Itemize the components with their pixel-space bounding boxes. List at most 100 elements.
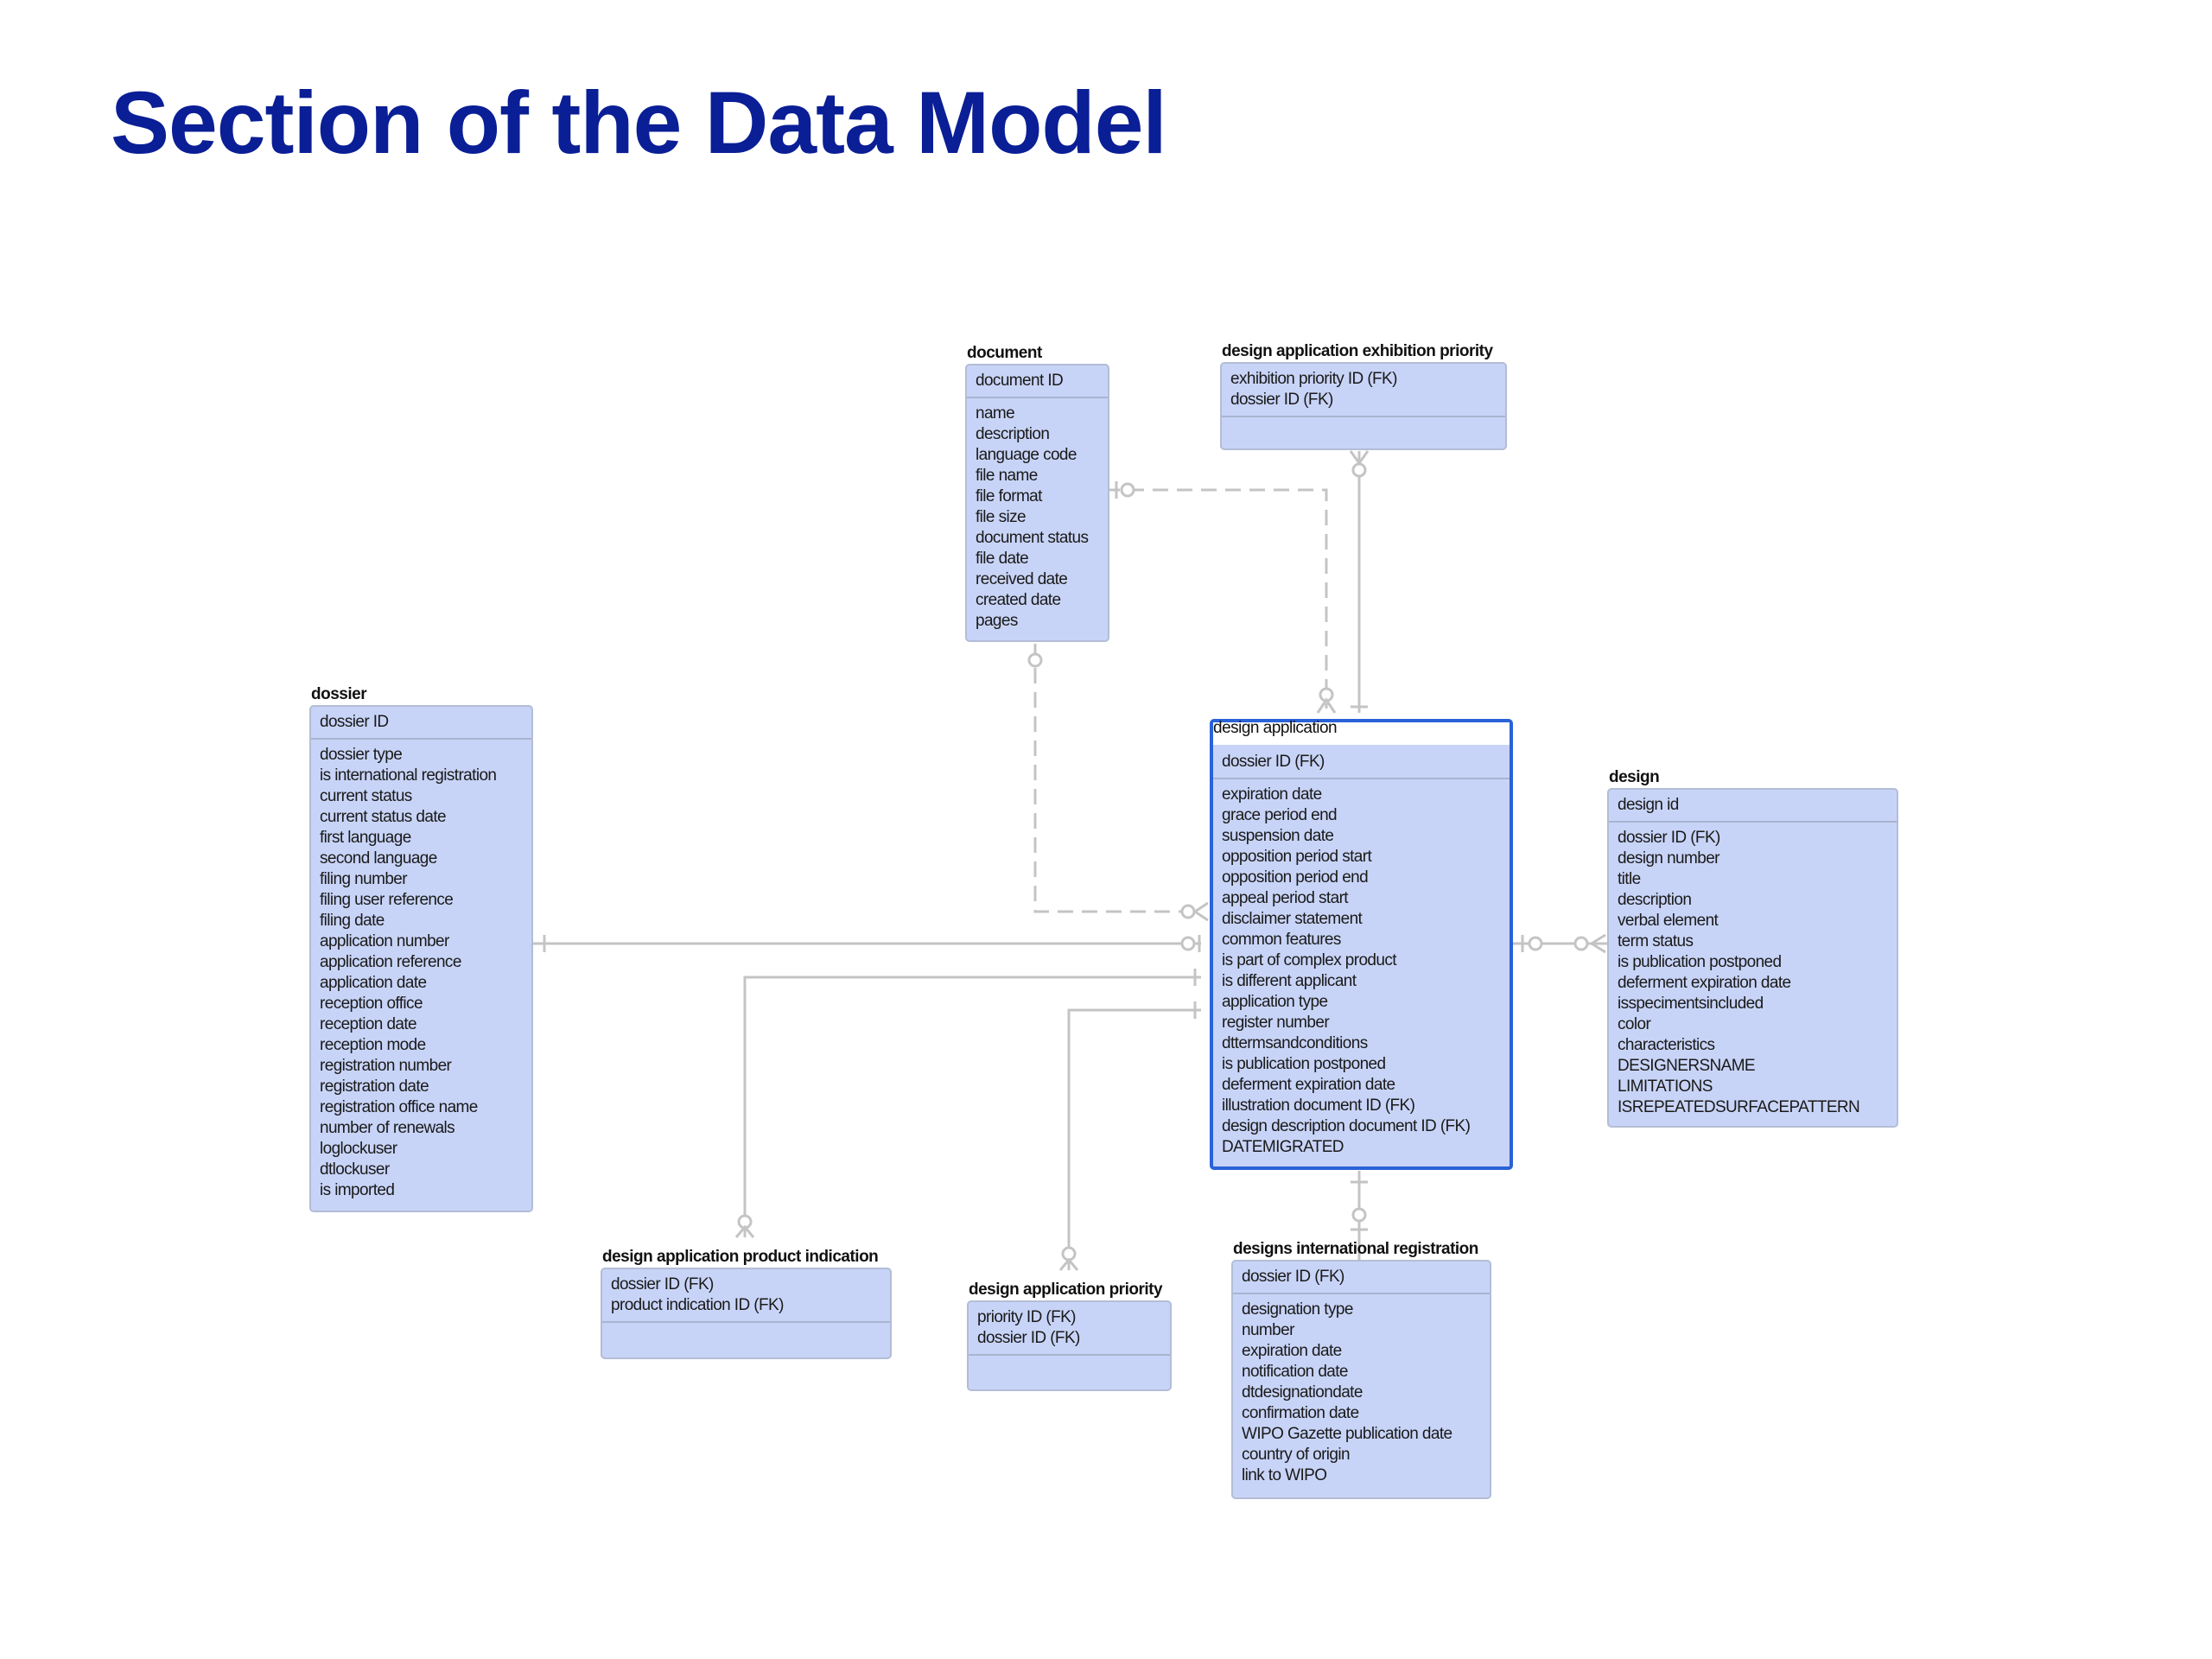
rel-end-crowfoot	[1058, 1257, 1079, 1271]
entity-title: design application	[1213, 719, 1338, 737]
entity-attribute: dossier ID (FK)	[977, 1329, 1080, 1347]
entity-attribute: pages	[976, 612, 1018, 630]
entity-design-application-priority[interactable]: design application priority priority ID …	[967, 1281, 1172, 1391]
entity-attribute: document ID	[976, 372, 1064, 390]
entity-attribute: priority ID (FK)	[977, 1308, 1077, 1326]
entity-design-application[interactable]: design application dossier ID (FK) expir…	[1210, 719, 1513, 1170]
entity-attribute: first language	[320, 829, 411, 847]
entity-attribute: received date	[976, 570, 1068, 588]
entity-attribute: name	[976, 404, 1015, 423]
entity-attributes: dossier ID (FK) design number title descrip…	[1609, 823, 1897, 1123]
entity-attribute: is publication postponed	[1618, 953, 1782, 971]
entity-title-strip	[1213, 722, 1510, 745]
entity-attribute: disclaimer statement	[1222, 910, 1363, 928]
rel-design-application-product-indication	[743, 976, 1201, 1237]
entity-attribute: opposition period end	[1222, 868, 1369, 887]
entity-attribute: dossier ID (FK)	[1230, 391, 1333, 409]
entity-attribute: dttermsandconditions	[1222, 1034, 1368, 1052]
entity-attribute: file size	[976, 508, 1027, 526]
entity-attribute: is different applicant	[1222, 972, 1357, 990]
entity-attribute: opposition period start	[1222, 848, 1372, 866]
entity-attribute: dtdesignationdate	[1242, 1383, 1363, 1402]
entity-attribute: description	[976, 425, 1050, 443]
entity-attribute: title	[1618, 870, 1641, 888]
entity-key-section: dossier ID (FK)	[1213, 747, 1510, 779]
entity-attribute: dtlockuser	[320, 1160, 390, 1179]
entity-attribute: grace period end	[1222, 806, 1338, 824]
entity-box: design id dossier ID (FK) design number ti…	[1607, 788, 1898, 1128]
rel-end-crowfoot	[1316, 697, 1337, 714]
entity-attribute: exhibition priority ID (FK)	[1230, 370, 1397, 388]
entity-attribute: number of renewals	[320, 1119, 455, 1137]
entity-key-section: dossier ID (FK)	[1233, 1262, 1490, 1294]
entity-attribute: file format	[976, 487, 1042, 505]
entity-design-application-product-indication[interactable]: design application product indication do…	[601, 1248, 892, 1359]
entity-attribute: notification date	[1242, 1363, 1349, 1381]
entity-title: dossier	[311, 685, 367, 703]
entity-attribute: characteristics	[1618, 1036, 1715, 1054]
entity-attribute: dossier ID	[320, 713, 389, 731]
entity-attribute: appeal period start	[1222, 889, 1349, 907]
entity-attribute: is international registration	[320, 766, 497, 785]
rel-end-circle	[1573, 936, 1589, 951]
rel-end-crowfoot	[1349, 450, 1370, 466]
entity-attribute: registration date	[320, 1077, 429, 1096]
entity-attribute: filing user reference	[320, 891, 454, 909]
entity-design[interactable]: design design id dossier ID (FK) design n…	[1607, 768, 1898, 1128]
entity-attribute: document status	[976, 529, 1089, 547]
entity-designs-international-registration[interactable]: designs international registration dossi…	[1231, 1240, 1491, 1499]
entity-attribute: reception mode	[320, 1036, 426, 1054]
rel-end-circle	[1351, 462, 1367, 478]
entity-title: design	[1609, 768, 1660, 786]
entity-attribute: application date	[320, 974, 427, 992]
rel-design-application-priority	[1067, 1008, 1201, 1270]
entity-box: dossier ID (FK)product indication ID (FK…	[601, 1268, 892, 1359]
entity-attribute: reception date	[320, 1015, 417, 1033]
entity-attribute: description	[1618, 891, 1692, 909]
entity-attribute: dossier ID (FK)	[1242, 1268, 1344, 1286]
entity-attribute: DATEMIGRATED	[1222, 1138, 1344, 1156]
entity-attribute: design number	[1618, 849, 1719, 868]
entity-attribute: registration number	[320, 1057, 452, 1075]
entity-attribute: is publication postponed	[1222, 1055, 1386, 1073]
rel-document-design-application-a	[1104, 488, 1328, 709]
entity-attribute: deferment expiration date	[1222, 1076, 1395, 1094]
entity-key-section: dossier ID	[311, 707, 531, 740]
entity-attribute: application reference	[320, 953, 461, 971]
entity-key-section: design id	[1609, 790, 1897, 823]
entity-attribute: application number	[320, 932, 449, 950]
entity-attribute: reception office	[320, 995, 423, 1013]
entity-attribute: loglockuser	[320, 1140, 397, 1158]
entity-attribute: design description document ID (FK)	[1222, 1117, 1471, 1135]
entity-attribute: dossier ID (FK)	[611, 1275, 714, 1294]
entity-attribute: common features	[1222, 931, 1341, 949]
entity-key-section: priority ID (FK) dossier ID (FK)	[969, 1302, 1170, 1356]
entity-attribute: is imported	[320, 1181, 395, 1199]
rel-end-circle	[1027, 652, 1043, 668]
entity-attribute: file date	[976, 550, 1029, 568]
entity-box: exhibition priority ID (FK) dossier ID (F…	[1220, 362, 1507, 450]
entity-attribute: expiration date	[1222, 785, 1322, 804]
entity-design-application-exhibition-priority[interactable]: design application exhibition priority e…	[1220, 342, 1507, 450]
entity-attribute: created date	[976, 591, 1061, 609]
entity-attribute: confirmation date	[1242, 1404, 1359, 1422]
entity-attribute: application type	[1222, 993, 1328, 1011]
entity-attribute: current status	[320, 787, 412, 805]
entity-attribute: WIPO Gazette publication date	[1242, 1425, 1452, 1443]
rel-end-circle	[1120, 482, 1135, 498]
entity-attributes: expiration date grace period end suspensio…	[1213, 779, 1510, 1163]
rel-end-circle	[1528, 936, 1543, 951]
entity-attribute: filing date	[320, 912, 385, 930]
entity-attribute: suspension date	[1222, 827, 1334, 845]
entity-attribute: dossier ID (FK)	[1618, 829, 1720, 847]
entity-title: designs international registration	[1233, 1240, 1478, 1258]
entity-box: design application dossier ID (FK) expir…	[1210, 719, 1513, 1170]
entity-attribute: expiration date	[1242, 1342, 1342, 1360]
entity-attribute: design id	[1618, 796, 1679, 814]
entity-title: design application exhibition priority	[1222, 342, 1493, 360]
